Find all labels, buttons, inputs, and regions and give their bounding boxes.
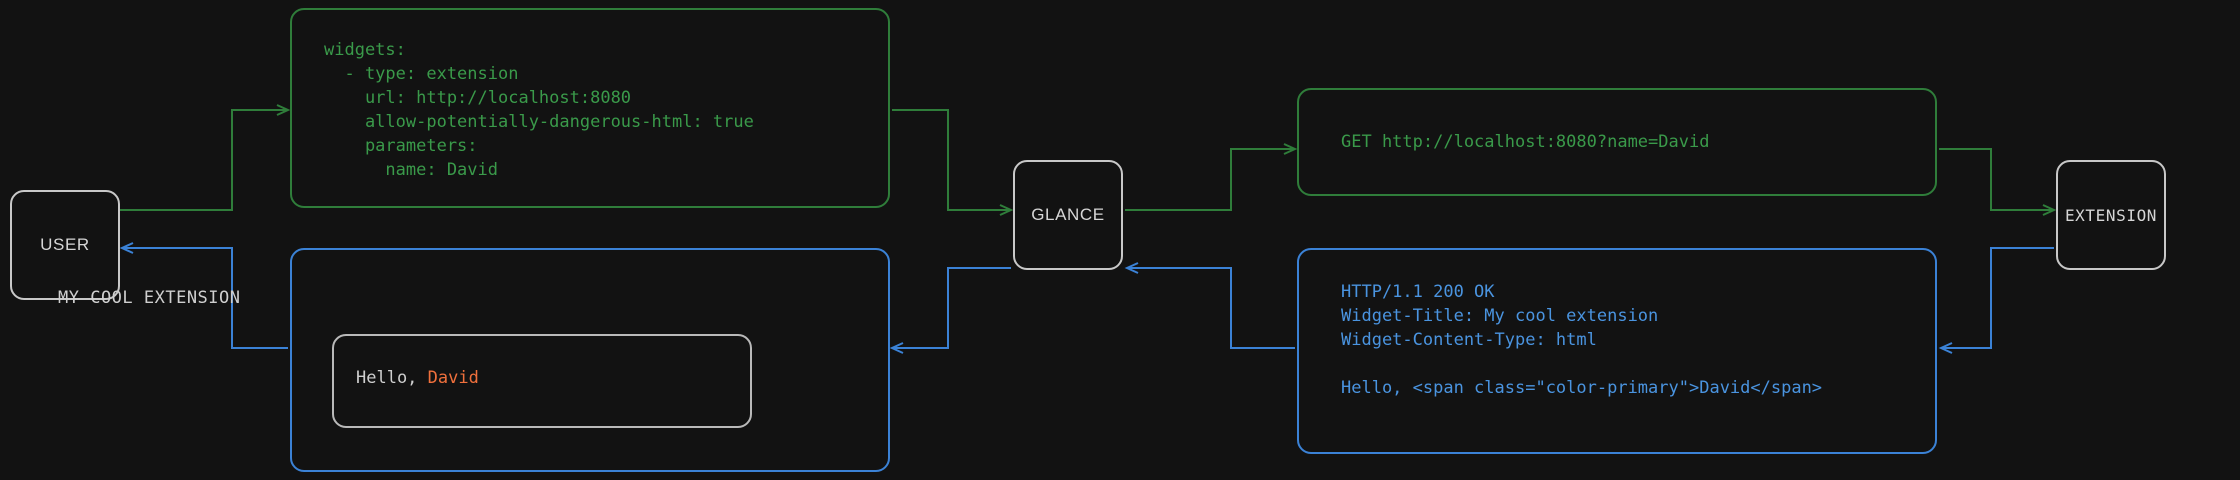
edge-glance-to-widget [889, 267, 1011, 354]
edge-response-to-glance [1124, 262, 1295, 349]
node-glance-label: GLANCE [1031, 205, 1105, 224]
panel-http-response: HTTP/1.1 200 OK Widget-Title: My cool ex… [1297, 248, 1937, 454]
widget-content-card: Hello, David [332, 334, 752, 428]
node-extension-label: EXTENSION [2064, 205, 2158, 225]
widget-title: MY COOL EXTENSION [58, 288, 241, 308]
widget-card-text: Hello, David [356, 368, 479, 388]
edge-request-to-extension [1939, 148, 2057, 216]
panel-http-request: GET http://localhost:8080?name=David [1297, 88, 1937, 196]
node-user-label: USER [40, 235, 90, 254]
edge-user-to-yaml [120, 104, 291, 211]
edge-extension-to-response [1938, 247, 2054, 354]
yaml-config-code: widgets: - type: extension url: http://l… [324, 40, 754, 180]
widget-name-accent: David [427, 368, 479, 388]
node-user[interactable]: USER [10, 190, 120, 300]
widget-greeting-text: Hello, [356, 368, 428, 388]
panel-yaml-config: widgets: - type: extension url: http://l… [290, 8, 890, 208]
edge-glance-to-request [1125, 143, 1298, 211]
http-response-code: HTTP/1.1 200 OK Widget-Title: My cool ex… [1341, 282, 1823, 398]
http-request-code: GET http://localhost:8080?name=David [1341, 132, 1710, 152]
edge-yaml-to-glance [892, 109, 1014, 216]
node-extension[interactable]: EXTENSION [2056, 160, 2166, 270]
node-glance[interactable]: GLANCE [1013, 160, 1123, 270]
